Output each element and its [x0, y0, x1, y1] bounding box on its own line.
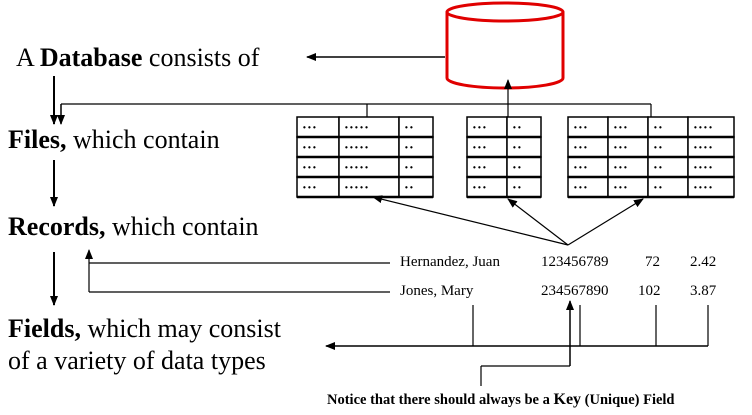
file-cell-dots: • • •	[303, 183, 316, 192]
file-cell-dots: • • •	[303, 123, 316, 132]
file-cell-dots: • • •	[614, 163, 627, 172]
file-cell-dots: • • • • •	[345, 143, 368, 152]
file-cell-dots: • • •	[614, 123, 627, 132]
record-row-2-name: Jones, Mary	[400, 283, 474, 299]
file-cell-dots: • •	[654, 183, 662, 192]
fields-bracket	[325, 305, 709, 350]
record-row-1-value: 72	[645, 254, 660, 270]
file-cell-dots: • • •	[614, 143, 627, 152]
file-cell-dots: • • •	[574, 183, 587, 192]
file-cell-dots: • • • •	[694, 123, 712, 132]
file-cell-dots: • • •	[303, 163, 316, 172]
record-row-1-id: 123456789	[541, 254, 609, 270]
records-bracket	[85, 249, 390, 293]
record-row-1-score: 2.42	[690, 254, 717, 270]
files-label: Files, which contain	[8, 125, 220, 154]
file-cell-dots: • •	[654, 123, 662, 132]
file-cell-dots: • • •	[303, 143, 316, 152]
file-cell-dots: • • • • •	[345, 123, 368, 132]
file-cell-dots: • • •	[473, 123, 486, 132]
database-cylinder-icon	[445, 1, 565, 90]
file-table-1: • • • • • • • • • • • • • • • • • • • • • • • •…	[296, 116, 434, 199]
file-cell-dots: • • •	[473, 143, 486, 152]
file-cell-dots: • •	[405, 143, 413, 152]
record-row-2-score: 3.87	[690, 283, 717, 299]
fields-label-line2: of a variety of data types	[8, 346, 266, 375]
record-row-2-id: 234567890	[541, 283, 609, 299]
file-cell-dots: • •	[513, 183, 521, 192]
file-cell-dots: • • •	[574, 163, 587, 172]
file-cell-dots: • • •	[614, 183, 627, 192]
key-field-arrow	[480, 300, 574, 386]
key-field-note: Notice that there should always be a Key…	[327, 391, 675, 408]
file-cell-dots: • •	[654, 143, 662, 152]
file-cell-dots: • • • • •	[345, 163, 368, 172]
fields-label-line1: Fields, which may consist	[8, 314, 281, 343]
file-cell-dots: • •	[513, 143, 521, 152]
file-cell-dots: • • • •	[694, 163, 712, 172]
file-cell-dots: • •	[513, 163, 521, 172]
record-row-1-name: Hernandez, Juan	[400, 254, 500, 270]
file-cell-dots: • • •	[574, 143, 587, 152]
file-cell-dots: • • •	[574, 123, 587, 132]
file-cell-dots: • • •	[473, 183, 486, 192]
file-cell-dots: • •	[654, 163, 662, 172]
file-cell-dots: • • • • •	[345, 183, 368, 192]
file-table-2: • • • • • • • • • • • • • • • • • • • •	[466, 116, 542, 199]
files-bracket	[57, 79, 652, 125]
database-label: A Database consists of	[16, 43, 260, 72]
file-cell-dots: • • • •	[694, 183, 712, 192]
file-cell-dots: • •	[405, 163, 413, 172]
file-cell-dots: • •	[405, 183, 413, 192]
record-row-2-value: 102	[638, 283, 661, 299]
file-cell-dots: • •	[513, 123, 521, 132]
record-to-file-arrows	[372, 195, 644, 246]
file-table-3: • • • • • • • • • • • • • • • • • • • • • • • •…	[567, 116, 735, 199]
file-cell-dots: • •	[405, 123, 413, 132]
file-cell-dots: • • •	[473, 163, 486, 172]
file-cell-dots: • • • •	[694, 143, 712, 152]
records-label: Records, which contain	[8, 212, 259, 241]
